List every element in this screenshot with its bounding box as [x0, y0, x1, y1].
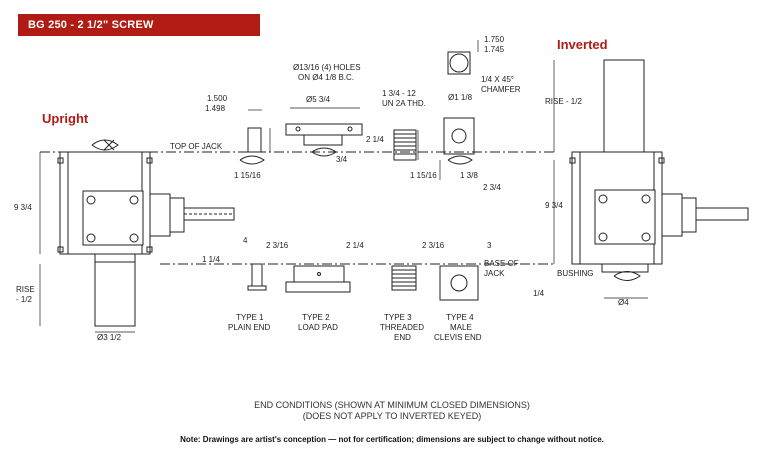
- disclaimer-note: Note: Drawings are artist's conception —…: [180, 435, 604, 444]
- type2-name: TYPE 2: [302, 313, 330, 322]
- dim-1-3-8: 1 3/8: [460, 171, 478, 180]
- dim-1-15-16-a: 1 15/16: [234, 171, 261, 180]
- base-of-jack-label-1: BASE OF: [484, 259, 519, 268]
- type4-name: TYPE 4: [446, 313, 474, 322]
- rise-left-label: RISE: [16, 285, 35, 294]
- dim-2-1-4: 2 1/4: [366, 135, 384, 144]
- product-title-bar: BG 250 - 2 1/2" SCREW: [18, 14, 260, 36]
- type4-desc2: CLEVIS END: [434, 333, 482, 342]
- dim-dia-4: Ø4: [618, 298, 629, 307]
- rise-right-label: RISE - 1/2: [545, 97, 582, 106]
- type1-name: TYPE 1: [236, 313, 264, 322]
- dim-9-3-4-left: 9 3/4: [14, 203, 32, 212]
- bushing-label: BUSHING: [557, 269, 593, 278]
- upright-heading: Upright: [42, 111, 89, 126]
- rise-left-label-2: - 1/2: [16, 295, 33, 304]
- upright-jack: [57, 139, 235, 327]
- plain-dim-top: 1.500: [207, 94, 228, 103]
- dim-1-1-4: 1 1/4: [202, 255, 220, 264]
- clevis-hole-dim: Ø1 1/8: [448, 93, 473, 102]
- caption-line-1: END CONDITIONS (SHOWN AT MINIMUM CLOSED …: [254, 400, 530, 410]
- dim-2-3-16-a: 2 3/16: [266, 241, 289, 250]
- type1-desc: PLAIN END: [228, 323, 270, 332]
- type2-load-pad: [285, 123, 363, 293]
- chamfer-label-2: CHAMFER: [481, 85, 521, 94]
- base-of-jack-label-2: JACK: [484, 269, 505, 278]
- dim-2-3-16-b: 2 3/16: [422, 241, 445, 250]
- inverted-heading: Inverted: [557, 37, 608, 52]
- type3-threaded-end: [391, 129, 417, 291]
- pad-dia-dim: Ø5 3/4: [306, 95, 331, 104]
- type2-desc: LOAD PAD: [298, 323, 338, 332]
- holes-label-2: ON Ø4 1/8 B.C.: [298, 73, 354, 82]
- type3-name: TYPE 3: [384, 313, 412, 322]
- dim-2-3-4: 2 3/4: [483, 183, 501, 192]
- type3-desc: THREADED: [380, 323, 424, 332]
- type4-desc: MALE: [450, 323, 472, 332]
- dim-1-15-16-b: 1 15/16: [410, 171, 437, 180]
- dim-3-4: 3/4: [336, 155, 348, 164]
- type3-desc2: END: [394, 333, 411, 342]
- chamfer-label-1: 1/4 X 45°: [481, 75, 514, 84]
- thread-label-1: 1 3/4 - 12: [382, 89, 416, 98]
- dim-2-1-4-b: 2 1/4: [346, 241, 364, 250]
- thread-label-2: UN 2A THD.: [382, 99, 426, 108]
- holes-label-1: Ø13/16 (4) HOLES: [293, 63, 361, 72]
- dim-1-4: 1/4: [533, 289, 545, 298]
- caption-line-2: (DOES NOT APPLY TO INVERTED KEYED): [302, 411, 482, 421]
- dim-dia-3-1-2: Ø3 1/2: [97, 333, 122, 342]
- dim-4: 4: [243, 236, 248, 245]
- plain-dim-bottom: 1.498: [205, 104, 226, 113]
- type4-clevis-end: [439, 51, 479, 301]
- pin-dim-top: 1.750: [484, 35, 505, 44]
- top-of-jack-label: TOP OF JACK: [170, 142, 223, 151]
- type1-plain-end: [239, 127, 267, 291]
- dim-3: 3: [487, 241, 492, 250]
- pin-dim-bottom: 1.745: [484, 45, 505, 54]
- inverted-jack: [569, 59, 749, 281]
- dim-9-3-4-right: 9 3/4: [545, 201, 563, 210]
